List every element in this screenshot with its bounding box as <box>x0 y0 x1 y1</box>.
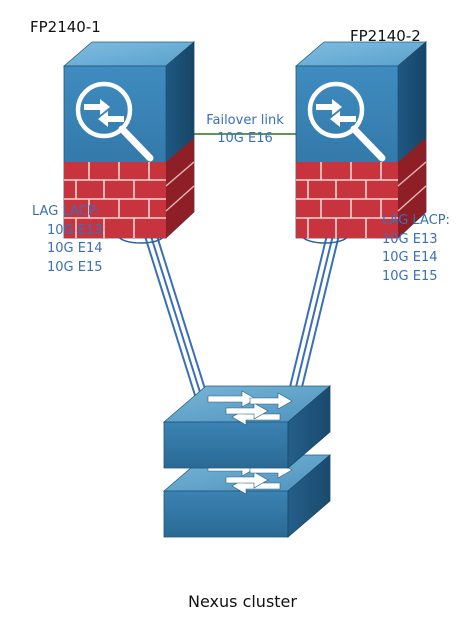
device-name-fp2140-1: FP2140-1 <box>30 18 101 36</box>
cluster-name-label: Nexus cluster <box>188 592 297 611</box>
failover-link-port: 10G E16 <box>217 131 273 146</box>
lag-port-left-1: 10G E13 <box>47 222 103 238</box>
lag-port-right-3: 10G E15 <box>382 268 438 284</box>
firewall-fp2140-2-icon <box>296 42 426 238</box>
lag-port-right-2: 10G E14 <box>382 250 438 265</box>
lag-port-right-1: 10G E13 <box>382 231 438 247</box>
lag-port-left-2: 10G E14 <box>47 241 103 256</box>
device-name-fp2140-2: FP2140-2 <box>350 27 421 45</box>
lag-label-left: LAG LACP: 10G E13 10G E14 10G E15 <box>32 203 103 277</box>
failover-link-title: Failover link <box>206 113 284 128</box>
failover-link-label: Failover link 10G E16 <box>193 112 297 148</box>
lag-port-left-3: 10G E15 <box>47 259 103 275</box>
lag-ports-right: 10G E13 10G E14 10G E15 <box>382 231 450 287</box>
lag-title-right: LAG LACP: <box>382 213 450 228</box>
lag-label-right: LAG LACP: 10G E13 10G E14 10G E15 <box>382 212 450 286</box>
lag-title-left: LAG LACP: <box>32 204 100 219</box>
lag-ports-left: 10G E13 10G E14 10G E15 <box>32 222 103 278</box>
